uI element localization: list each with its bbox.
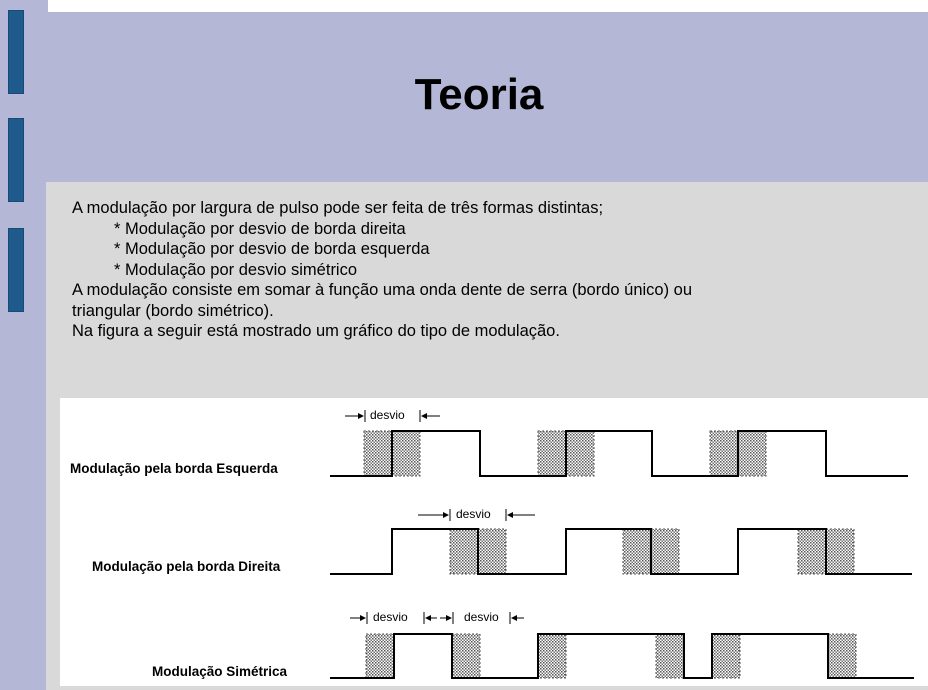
accent-bar-2 bbox=[8, 118, 24, 202]
hatch-band bbox=[451, 633, 481, 679]
bullet-item: * Modulação por desvio simétrico bbox=[114, 260, 358, 279]
body-text: A modulação por largura de pulso pode se… bbox=[72, 198, 912, 342]
row-left-edge: Modulação pela borda Esquerda desvio bbox=[70, 408, 908, 477]
arrowhead bbox=[443, 512, 449, 518]
arrowhead bbox=[511, 615, 517, 621]
hatch-band bbox=[711, 633, 741, 679]
label-right-edge: Modulação pela borda Direita bbox=[92, 559, 281, 574]
accent-bar-3 bbox=[8, 228, 24, 312]
arrowhead bbox=[425, 615, 431, 621]
bullet-item: * Modulação por desvio de borda esquerda bbox=[114, 240, 430, 258]
bullet-item: * Modulação por desvio de borda direita bbox=[114, 219, 406, 238]
arrowhead bbox=[446, 615, 452, 621]
text-line: Na figura a seguir está mostrado um gráf… bbox=[72, 322, 560, 340]
label-left-edge: Modulação pela borda Esquerda bbox=[70, 461, 278, 476]
hatch-band bbox=[365, 633, 395, 679]
pwm-diagram: Modulação pela borda Esquerda desvio Mod… bbox=[70, 408, 914, 679]
desvio-label: desvio bbox=[373, 610, 408, 624]
pwm-figure: Modulação pela borda Esquerda desvio Mod… bbox=[60, 398, 928, 686]
pwm-waveform bbox=[330, 528, 912, 575]
pwm-waveform bbox=[330, 633, 914, 679]
accent-bar-1 bbox=[8, 10, 24, 94]
slide-title: Teoria bbox=[414, 70, 544, 119]
text-line: triangular (bordo simétrico). bbox=[72, 301, 274, 320]
row-right-edge: Modulação pela borda Direita desvio bbox=[92, 507, 912, 575]
hatch-band bbox=[655, 633, 685, 679]
hatch-band bbox=[827, 633, 857, 679]
row-symmetric: Modulação Simétrica desvio desvio bbox=[152, 610, 914, 679]
arrowhead bbox=[360, 615, 366, 621]
hatch-band bbox=[537, 633, 567, 679]
desvio-label: desvio bbox=[370, 408, 405, 422]
text-line: A modulação consiste em somar à função u… bbox=[72, 281, 693, 299]
text-line: A modulação por largura de pulso pode se… bbox=[72, 199, 604, 217]
pwm-waveform bbox=[330, 430, 908, 477]
desvio-label: desvio bbox=[456, 507, 491, 521]
title-band bbox=[30, 12, 928, 182]
desvio-label: desvio bbox=[464, 610, 499, 624]
label-symmetric: Modulação Simétrica bbox=[152, 664, 288, 679]
arrowhead bbox=[358, 413, 364, 419]
